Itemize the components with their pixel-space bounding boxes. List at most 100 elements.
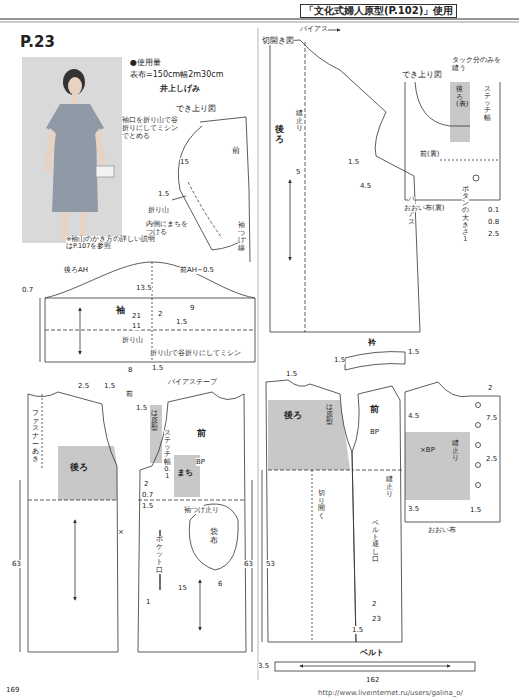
pattern-label: 1.5 xyxy=(142,502,153,510)
pattern-label: 前AH−0.5 xyxy=(180,266,214,274)
pattern-label: バイアス xyxy=(300,25,328,33)
pattern-label: 15 xyxy=(180,158,189,166)
pattern-label: 2.5 xyxy=(78,382,89,390)
pattern-label: 衿 xyxy=(368,338,376,347)
pattern-label: バイアステープ xyxy=(168,378,217,386)
pattern-label: BP xyxy=(196,458,205,466)
pattern-label: 21 xyxy=(132,312,141,320)
pattern-label: 前 xyxy=(232,146,240,155)
pattern-label: ●使用量 xyxy=(130,58,161,67)
pattern-label: 5 xyxy=(296,168,300,176)
pattern-label: 23 xyxy=(372,615,381,623)
pattern-label: 1.5 xyxy=(158,190,169,198)
pattern-label: 袖つけ止り xyxy=(184,506,219,514)
pattern-label: 0.1 xyxy=(488,206,499,214)
pattern-label: 2.5 xyxy=(486,455,497,463)
pattern-label: 1.5 xyxy=(352,626,363,634)
pattern-label: 63 xyxy=(244,560,253,568)
pattern-label: 切り開く xyxy=(318,490,325,521)
pattern-label: 1 xyxy=(146,598,150,606)
pattern-label: は原型 xyxy=(151,410,158,433)
pattern-label: 4.5 xyxy=(408,412,419,420)
pattern-label: 1.5 xyxy=(334,356,345,364)
pattern-label: 2 xyxy=(158,310,162,318)
pattern-label: 後ろ(表) xyxy=(456,86,463,109)
pattern-label: ※袖山のかき方の詳しい説明はP.107を参照 xyxy=(66,236,162,251)
pattern-label: 0.7 xyxy=(142,491,153,499)
pattern-label: 袋布 xyxy=(210,528,218,546)
pattern-label: 1.5 xyxy=(104,382,115,390)
pattern-label: 6 xyxy=(218,580,222,588)
pattern-label: 折り山 xyxy=(122,336,143,344)
pattern-label: 2.5 xyxy=(488,230,499,238)
pattern-label: 3.5 xyxy=(408,505,419,513)
pattern-label: ベルト xyxy=(360,648,384,657)
pattern-label: 0.7 xyxy=(22,286,33,294)
pattern-label: 縫止り xyxy=(386,476,393,499)
pattern-label: は原型 xyxy=(326,404,333,427)
pattern-label: ベルト通し口 xyxy=(372,520,379,563)
pattern-label: ×BP xyxy=(420,446,435,454)
pattern-label: 袖 xyxy=(116,305,125,315)
pattern-label: でき上り図 xyxy=(176,104,216,113)
pattern-label: 63 xyxy=(12,560,21,568)
pattern-label: まち xyxy=(177,468,193,477)
pattern-label: 1.5 xyxy=(348,158,359,166)
pattern-label: 15 xyxy=(178,584,187,592)
pattern-label: 後ろ xyxy=(275,125,284,145)
pattern-label: 表布=150cm幅2m30cm xyxy=(130,70,223,79)
pattern-label: 井上しげみ xyxy=(160,84,200,93)
pattern-label: 袖つけ線 xyxy=(238,222,245,253)
pattern-label: 0.8 xyxy=(488,218,499,226)
pattern-label: P.23 xyxy=(20,34,55,51)
pattern-label: 2 xyxy=(144,480,148,488)
pattern-label: ポケット口 xyxy=(156,536,163,574)
pattern-label: 13.5 xyxy=(136,284,152,292)
pattern-label: 後ろ xyxy=(284,410,302,420)
pattern-label: 前 xyxy=(197,428,206,438)
pattern-label: ステッチ幅 xyxy=(484,86,491,122)
pattern-label: 前 xyxy=(126,390,133,398)
pattern-label: 7.5 xyxy=(486,414,497,422)
pattern-label: 162 xyxy=(366,676,379,684)
pattern-label: でき上り図 xyxy=(402,70,442,79)
pattern-label: 1.5 xyxy=(408,348,419,356)
page-title: 「文化式婦人原型(P.102)」使用 xyxy=(300,4,457,18)
pattern-label: http://www.liveinternet.ru/users/galina_… xyxy=(318,689,463,697)
pattern-label: ボタンの大きさ1 xyxy=(462,186,469,243)
pattern-label: 内側にまちをつける xyxy=(146,220,190,236)
pattern-label: ステッチ幅0.1 xyxy=(164,430,171,480)
pattern-label: 前(裏) xyxy=(420,150,439,158)
pattern-label: 縫止り xyxy=(452,440,459,463)
pattern-label: 2 xyxy=(372,600,376,608)
pattern-label: 1.5 xyxy=(136,404,147,412)
pattern-label: 折り山で谷折りにしてミシン xyxy=(150,349,241,357)
pattern-label: 9 xyxy=(190,304,194,312)
pattern-label: おおい布(裏) xyxy=(404,204,444,212)
pattern-label: 53 xyxy=(266,560,275,568)
pattern-label: 8 xyxy=(128,366,132,374)
pattern-label: 前 xyxy=(370,404,379,414)
pattern-label: 縫止り xyxy=(296,110,303,133)
pattern-label: おおい布 xyxy=(428,526,456,534)
pattern-label: 折り山 xyxy=(148,206,169,214)
pattern-label: 1.5 xyxy=(470,506,481,514)
pattern-label: 後ろ xyxy=(70,462,88,472)
pattern-label: 3.5 xyxy=(258,662,269,670)
pattern-label: 4.5 xyxy=(360,182,371,190)
pattern-label: 2 xyxy=(488,384,492,392)
pattern-label: 1.5 xyxy=(176,318,187,326)
pattern-label: ファスナーあき xyxy=(32,410,39,464)
pattern-label: 切開き図 xyxy=(262,36,294,45)
pattern-label: 後ろAH xyxy=(64,266,88,274)
pattern-label: BP xyxy=(370,428,379,436)
pattern-label: 11 xyxy=(132,322,141,330)
pattern-label: タック分のみを縫う xyxy=(452,56,506,72)
pattern-label: 169 xyxy=(6,686,19,694)
pattern-label: 1.5 xyxy=(152,364,163,372)
pattern-label: × xyxy=(118,528,124,536)
pattern-label: 1.5 xyxy=(286,370,297,378)
pattern-label: 袖口を折り山で谷折りにしてミシンでとめる xyxy=(122,116,184,140)
